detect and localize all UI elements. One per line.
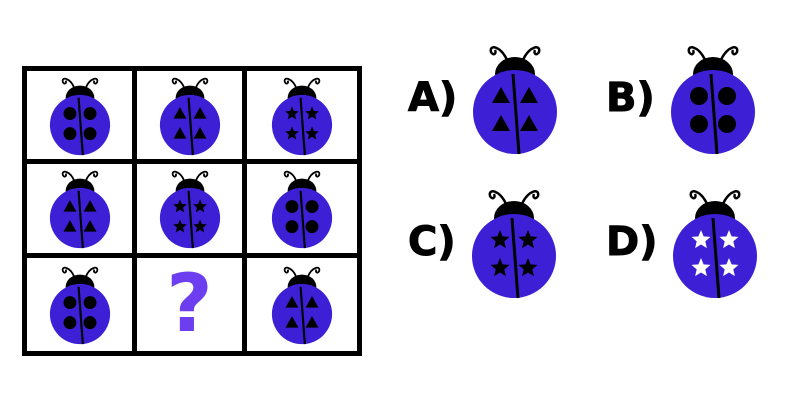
option-c[interactable]: C) xyxy=(408,182,564,302)
grid-cell-5 xyxy=(137,164,247,258)
ladybug-icon xyxy=(473,46,558,155)
puzzle-grid: ? xyxy=(22,66,362,356)
option-a[interactable]: A) xyxy=(407,38,565,158)
ladybug-icon xyxy=(471,190,556,299)
grid-cell-9 xyxy=(247,258,357,351)
option-d[interactable]: D) xyxy=(605,182,765,302)
option-a-label: A) xyxy=(407,75,458,122)
ladybug-icon xyxy=(670,46,755,155)
ladybug-icon xyxy=(49,267,110,345)
grid-cell-3 xyxy=(247,71,357,165)
grid-cell-2 xyxy=(137,71,247,165)
ladybug-icon xyxy=(49,171,110,249)
ladybug-icon xyxy=(159,171,220,249)
option-c-label: C) xyxy=(408,219,457,266)
option-b[interactable]: B) xyxy=(606,38,763,158)
ladybug-icon xyxy=(271,171,333,249)
grid-cell-7 xyxy=(27,257,137,351)
grid-cell-4 xyxy=(27,164,137,258)
ladybug-icon xyxy=(49,77,110,156)
grid-cell-8: ? xyxy=(137,257,247,351)
ladybug-icon xyxy=(159,77,220,156)
ladybug-icon xyxy=(271,267,333,345)
ladybug-icon xyxy=(673,190,758,299)
grid-cell-1 xyxy=(27,71,137,165)
grid-cell-6 xyxy=(247,164,357,258)
option-b-label: B) xyxy=(606,75,656,122)
question-mark: ? xyxy=(166,257,213,351)
option-d-label: D) xyxy=(605,219,658,266)
ladybug-icon xyxy=(271,77,333,156)
